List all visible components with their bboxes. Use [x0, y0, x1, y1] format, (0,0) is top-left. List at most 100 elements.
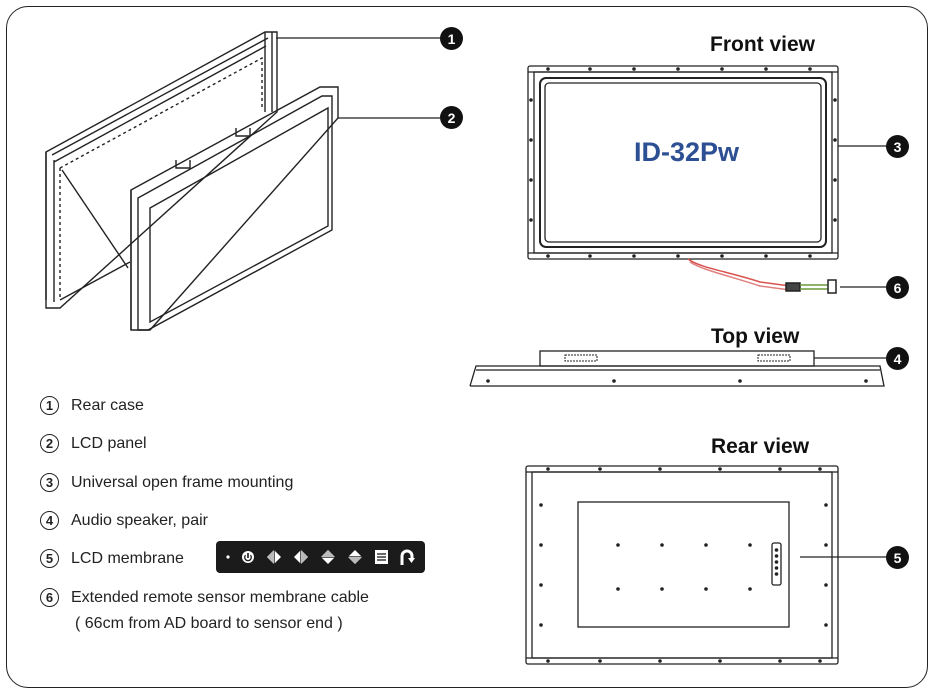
legend-text: Audio speaker, pair — [71, 511, 208, 529]
mounting-hole — [704, 587, 708, 591]
mounting-hole — [720, 67, 724, 71]
mounting-hole — [833, 138, 837, 142]
legend-number: 5 — [40, 549, 59, 568]
dot-icon — [226, 547, 230, 567]
legend-text: Universal open frame mounting — [71, 473, 294, 491]
mounting-hole — [808, 67, 812, 71]
callout-3: 3 — [886, 135, 909, 158]
mounting-hole — [818, 467, 822, 471]
left-right-arrow-icon — [266, 547, 282, 567]
mounting-hole — [539, 583, 543, 587]
model-label: ID-32Pw — [634, 137, 740, 167]
legend-item-membrane: 5 LCD membrane — [40, 549, 184, 568]
mounting-hole — [546, 467, 550, 471]
mounting-hole — [546, 659, 550, 663]
mounting-hole — [546, 67, 550, 71]
mounting-hole — [833, 218, 837, 222]
mounting-hole — [658, 659, 662, 663]
mounting-hole — [486, 379, 490, 383]
return-icon — [399, 547, 415, 567]
mounting-hole — [598, 467, 602, 471]
mounting-hole — [774, 566, 779, 570]
mounting-hole — [764, 254, 768, 258]
legend-item-lcd-panel: 2 LCD panel — [40, 434, 147, 453]
callout-1: 1 — [440, 27, 463, 50]
mounting-hole — [539, 503, 543, 507]
mounting-hole — [824, 503, 828, 507]
mounting-hole — [833, 98, 837, 102]
menu-icon — [374, 547, 388, 567]
power-icon — [241, 547, 255, 567]
mounting-hole — [598, 659, 602, 663]
callout-4: 4 — [886, 347, 909, 370]
callout-5: 5 — [886, 546, 909, 569]
legend-text: LCD panel — [71, 434, 147, 452]
mounting-hole — [529, 138, 533, 142]
mounting-hole — [660, 543, 664, 547]
mounting-hole — [808, 254, 812, 258]
legend-number: 6 — [40, 588, 59, 607]
legend-number: 4 — [40, 511, 59, 530]
legend-number: 1 — [40, 396, 59, 415]
mounting-hole — [764, 67, 768, 71]
mounting-holes — [486, 67, 868, 663]
mounting-hole — [864, 379, 868, 383]
mounting-hole — [529, 218, 533, 222]
legend-note: ( 66cm from AD board to sensor end ) — [75, 615, 343, 632]
mounting-hole — [718, 659, 722, 663]
front-view-drawing — [527, 65, 839, 260]
mounting-hole — [539, 543, 543, 547]
rear-view-heading: Rear view — [711, 435, 810, 458]
mounting-hole — [529, 98, 533, 102]
mounting-hole — [616, 587, 620, 591]
mounting-hole — [632, 254, 636, 258]
legend-item-rear-case: 1 Rear case — [40, 396, 144, 415]
lcd-membrane-keypad — [216, 541, 425, 573]
mounting-hole — [704, 543, 708, 547]
legend-item-mounting: 3 Universal open frame mounting — [40, 473, 293, 492]
mounting-hole — [833, 178, 837, 182]
mounting-hole — [748, 587, 752, 591]
up-down-arrow-icon — [320, 547, 336, 567]
up-down-arrow-icon — [347, 547, 363, 567]
legend-item-remote-cable: 6 Extended remote sensor membrane cable — [40, 588, 369, 607]
mounting-hole — [824, 543, 828, 547]
mounting-hole — [588, 67, 592, 71]
mounting-hole — [778, 659, 782, 663]
front-view-heading: Front view — [710, 33, 816, 56]
mounting-hole — [660, 587, 664, 591]
diagram-frame — [6, 6, 928, 688]
callout-6: 6 — [886, 276, 909, 299]
rear-case-drawing — [45, 31, 278, 309]
legend-item-speaker: 4 Audio speaker, pair — [40, 511, 208, 530]
mounting-hole — [778, 467, 782, 471]
legend-text: Rear case — [71, 396, 144, 414]
mounting-hole — [824, 623, 828, 627]
mounting-hole — [676, 67, 680, 71]
legend-text: LCD membrane — [71, 549, 184, 567]
mounting-hole — [546, 254, 550, 258]
legend-text: Extended remote sensor membrane cable — [71, 588, 369, 606]
mounting-hole — [718, 467, 722, 471]
left-right-arrow-icon — [293, 547, 309, 567]
mounting-hole — [818, 659, 822, 663]
lcd-panel-drawing — [130, 86, 339, 331]
mounting-hole — [774, 554, 779, 558]
top-view-drawing — [469, 350, 885, 387]
mounting-hole — [774, 548, 779, 552]
legend-number: 3 — [40, 473, 59, 492]
mounting-hole — [539, 623, 543, 627]
mounting-hole — [612, 379, 616, 383]
mounting-hole — [632, 67, 636, 71]
mounting-hole — [616, 543, 620, 547]
remote-sensor-cable — [687, 258, 886, 294]
mounting-hole — [774, 572, 779, 576]
callout-2: 2 — [440, 106, 463, 129]
mounting-hole — [676, 254, 680, 258]
mounting-hole — [720, 254, 724, 258]
rear-view-drawing — [525, 465, 839, 665]
mounting-hole — [588, 254, 592, 258]
mounting-hole — [748, 543, 752, 547]
legend-number: 2 — [40, 434, 59, 453]
